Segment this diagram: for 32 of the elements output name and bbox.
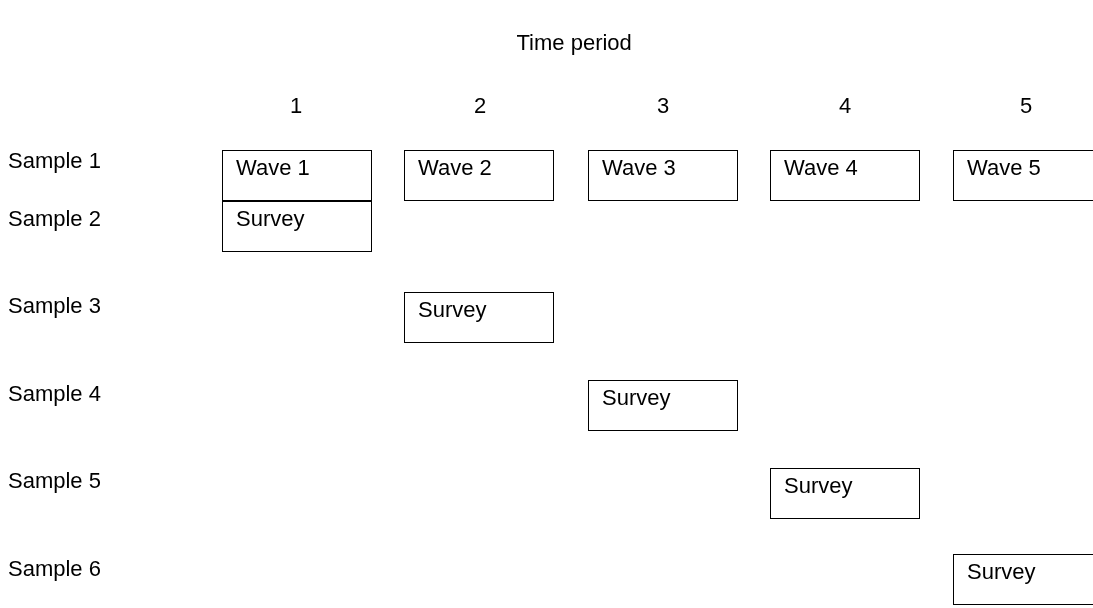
box-label: Survey <box>236 206 305 231</box>
column-number: 2 <box>474 93 487 119</box>
column-number: 3 <box>657 93 670 119</box>
box-label: Wave 4 <box>784 155 858 180</box>
survey-box <box>953 554 1093 605</box>
survey-box <box>404 150 554 201</box>
row-label: Sample 2 <box>8 206 101 232</box>
survey-box <box>222 201 372 252</box>
survey-box <box>770 150 920 201</box>
box-label: Survey <box>784 473 853 498</box>
row-label: Sample 6 <box>8 556 101 582</box>
survey-box <box>953 150 1093 201</box>
box-label: Wave 3 <box>602 155 676 180</box>
box-label: Survey <box>602 385 671 410</box>
row-label: Sample 5 <box>8 468 101 494</box>
survey-box <box>588 150 738 201</box>
column-number: 1 <box>290 93 303 119</box>
box-label: Wave 1 <box>236 155 310 180</box>
survey-box <box>588 380 738 431</box>
axis-title: Time period <box>516 30 632 56</box>
box-label: Survey <box>967 559 1036 584</box>
row-label: Sample 1 <box>8 148 101 174</box>
box-label: Survey <box>418 297 487 322</box>
box-label: Wave 5 <box>967 155 1041 180</box>
row-label: Sample 3 <box>8 293 101 319</box>
row-label: Sample 4 <box>8 381 101 407</box>
survey-box <box>770 468 920 519</box>
column-number: 5 <box>1020 93 1033 119</box>
column-number: 4 <box>839 93 852 119</box>
survey-box <box>222 150 372 201</box>
survey-box <box>404 292 554 343</box>
box-label: Wave 2 <box>418 155 492 180</box>
